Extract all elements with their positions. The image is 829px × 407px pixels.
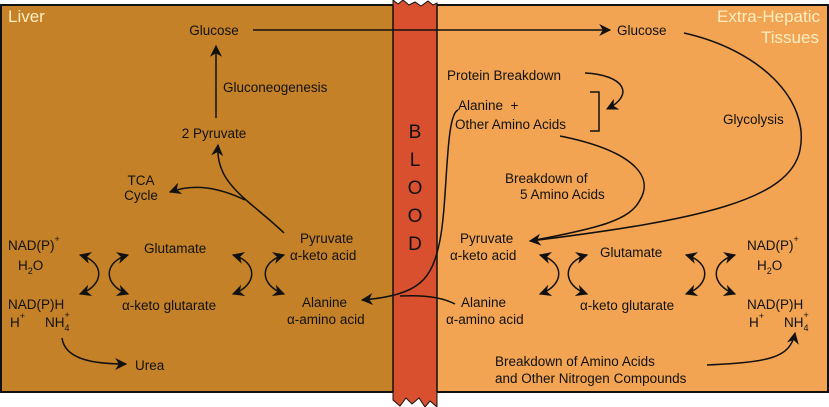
alanine-tissue-to-liver-arrow	[360, 109, 459, 306]
tissue-keto-acid-label: α-keto acid	[450, 248, 516, 263]
liver-nh4-label: NH4+	[45, 310, 70, 333]
liver-glucose-label: Glucose	[189, 23, 239, 38]
glycolysis-arrow	[528, 32, 802, 246]
tca-cycle-label-line1: TCA	[128, 173, 155, 188]
liver-exchange-arrow-right-b	[264, 252, 286, 296]
tissue-alanine-connector	[399, 294, 456, 305]
protein-breakdown-arrow	[584, 72, 624, 110]
tissue-glucose-label: Glucose	[617, 23, 667, 38]
glycolysis-label: Glycolysis	[723, 112, 784, 127]
tissue-h-plus-label: H+	[749, 311, 764, 330]
tissue-panel	[435, 4, 829, 393]
liver-exchange-arrow-left-b	[108, 252, 130, 296]
tissue-title-line2: Tissues	[761, 28, 819, 47]
liver-h2o-label: H2O	[18, 258, 43, 276]
tissue-alanine-label: Alanine	[461, 295, 506, 310]
tissue-nh4-label: NH4+	[784, 310, 809, 333]
nh4-to-urea-arrow	[61, 337, 128, 370]
tissue-nadp-plus-label: NAD(P)+	[747, 234, 799, 253]
tissue-exchange-arrow-left-b	[567, 252, 589, 296]
blood-letter: D	[408, 234, 422, 255]
liver-glutamate-label: Glutamate	[144, 241, 206, 256]
tissue-title-line1: Extra-Hepatic	[717, 7, 820, 26]
liver-exchange-arrow-left-a	[78, 252, 100, 296]
protein-breakdown-label: Protein Breakdown	[447, 68, 561, 83]
tissue-amino-acid-label: α-amino acid	[446, 312, 524, 327]
pyruvate-to-2pyruvate-arrow	[211, 143, 285, 234]
liver-alanine-label: Alanine	[302, 295, 347, 310]
liver-panel	[0, 4, 395, 393]
tissue-h2o-label: H2O	[757, 258, 782, 276]
breakdown-nitrogen-line2: and Other Nitrogen Compounds	[495, 371, 687, 386]
tca-cycle-label-line2: Cycle	[124, 188, 158, 203]
liver-title: Liver	[8, 7, 45, 26]
tissue-exchange-arrow-right-a	[684, 252, 706, 296]
blood-letter: B	[409, 122, 422, 143]
liver-exchange-arrow-right-a	[231, 252, 253, 296]
urea-label: Urea	[135, 358, 165, 373]
liver-nadp-plus-label: NAD(P)+	[8, 234, 60, 253]
tissue-glutamate-label: Glutamate	[600, 245, 662, 260]
tissue-keto-glutarate-label: α-keto glutarate	[580, 298, 674, 313]
amino-acid-bracket	[590, 91, 600, 132]
tissue-nadph-label: NAD(P)H	[747, 297, 803, 312]
liver-keto-glutarate-label: α-keto glutarate	[122, 298, 216, 313]
pyruvate-to-tca-arrow	[168, 182, 246, 201]
liver-keto-acid-label: α-keto acid	[290, 248, 356, 263]
liver-2-pyruvate-label: 2 Pyruvate	[182, 126, 247, 141]
blood-label: B L O O D	[408, 122, 423, 255]
breakdown-5-amino-acids-line1: Breakdown of	[505, 171, 588, 186]
tissue-alanine-plus-label: Alanine +	[458, 98, 519, 113]
liver-pyruvate-label: Pyruvate	[300, 231, 353, 246]
gluconeogenesis-label: Gluconeogenesis	[223, 80, 328, 95]
blood-letter: O	[408, 206, 423, 227]
breakdown-5-amino-acids-arrow	[529, 135, 645, 242]
blood-letter: L	[410, 150, 421, 171]
other-amino-acids-label: Other Amino Acids	[455, 117, 566, 132]
liver-amino-acid-label: α-amino acid	[287, 312, 365, 327]
tissue-exchange-arrow-right-b	[715, 252, 737, 296]
breakdown-nitrogen-line1: Breakdown of Amino Acids	[495, 354, 655, 369]
breakdown-5-amino-acids-line2: 5 Amino Acids	[520, 187, 605, 202]
tissue-pyruvate-label: Pyruvate	[460, 231, 513, 246]
blood-vessel	[392, 0, 438, 407]
liver-nadph-label: NAD(P)H	[8, 297, 64, 312]
nitrogen-to-nh4-arrow	[706, 331, 799, 366]
blood-letter: O	[408, 178, 423, 199]
tissue-exchange-arrow-left-a	[538, 252, 560, 296]
liver-h-plus-label: H+	[10, 311, 25, 330]
